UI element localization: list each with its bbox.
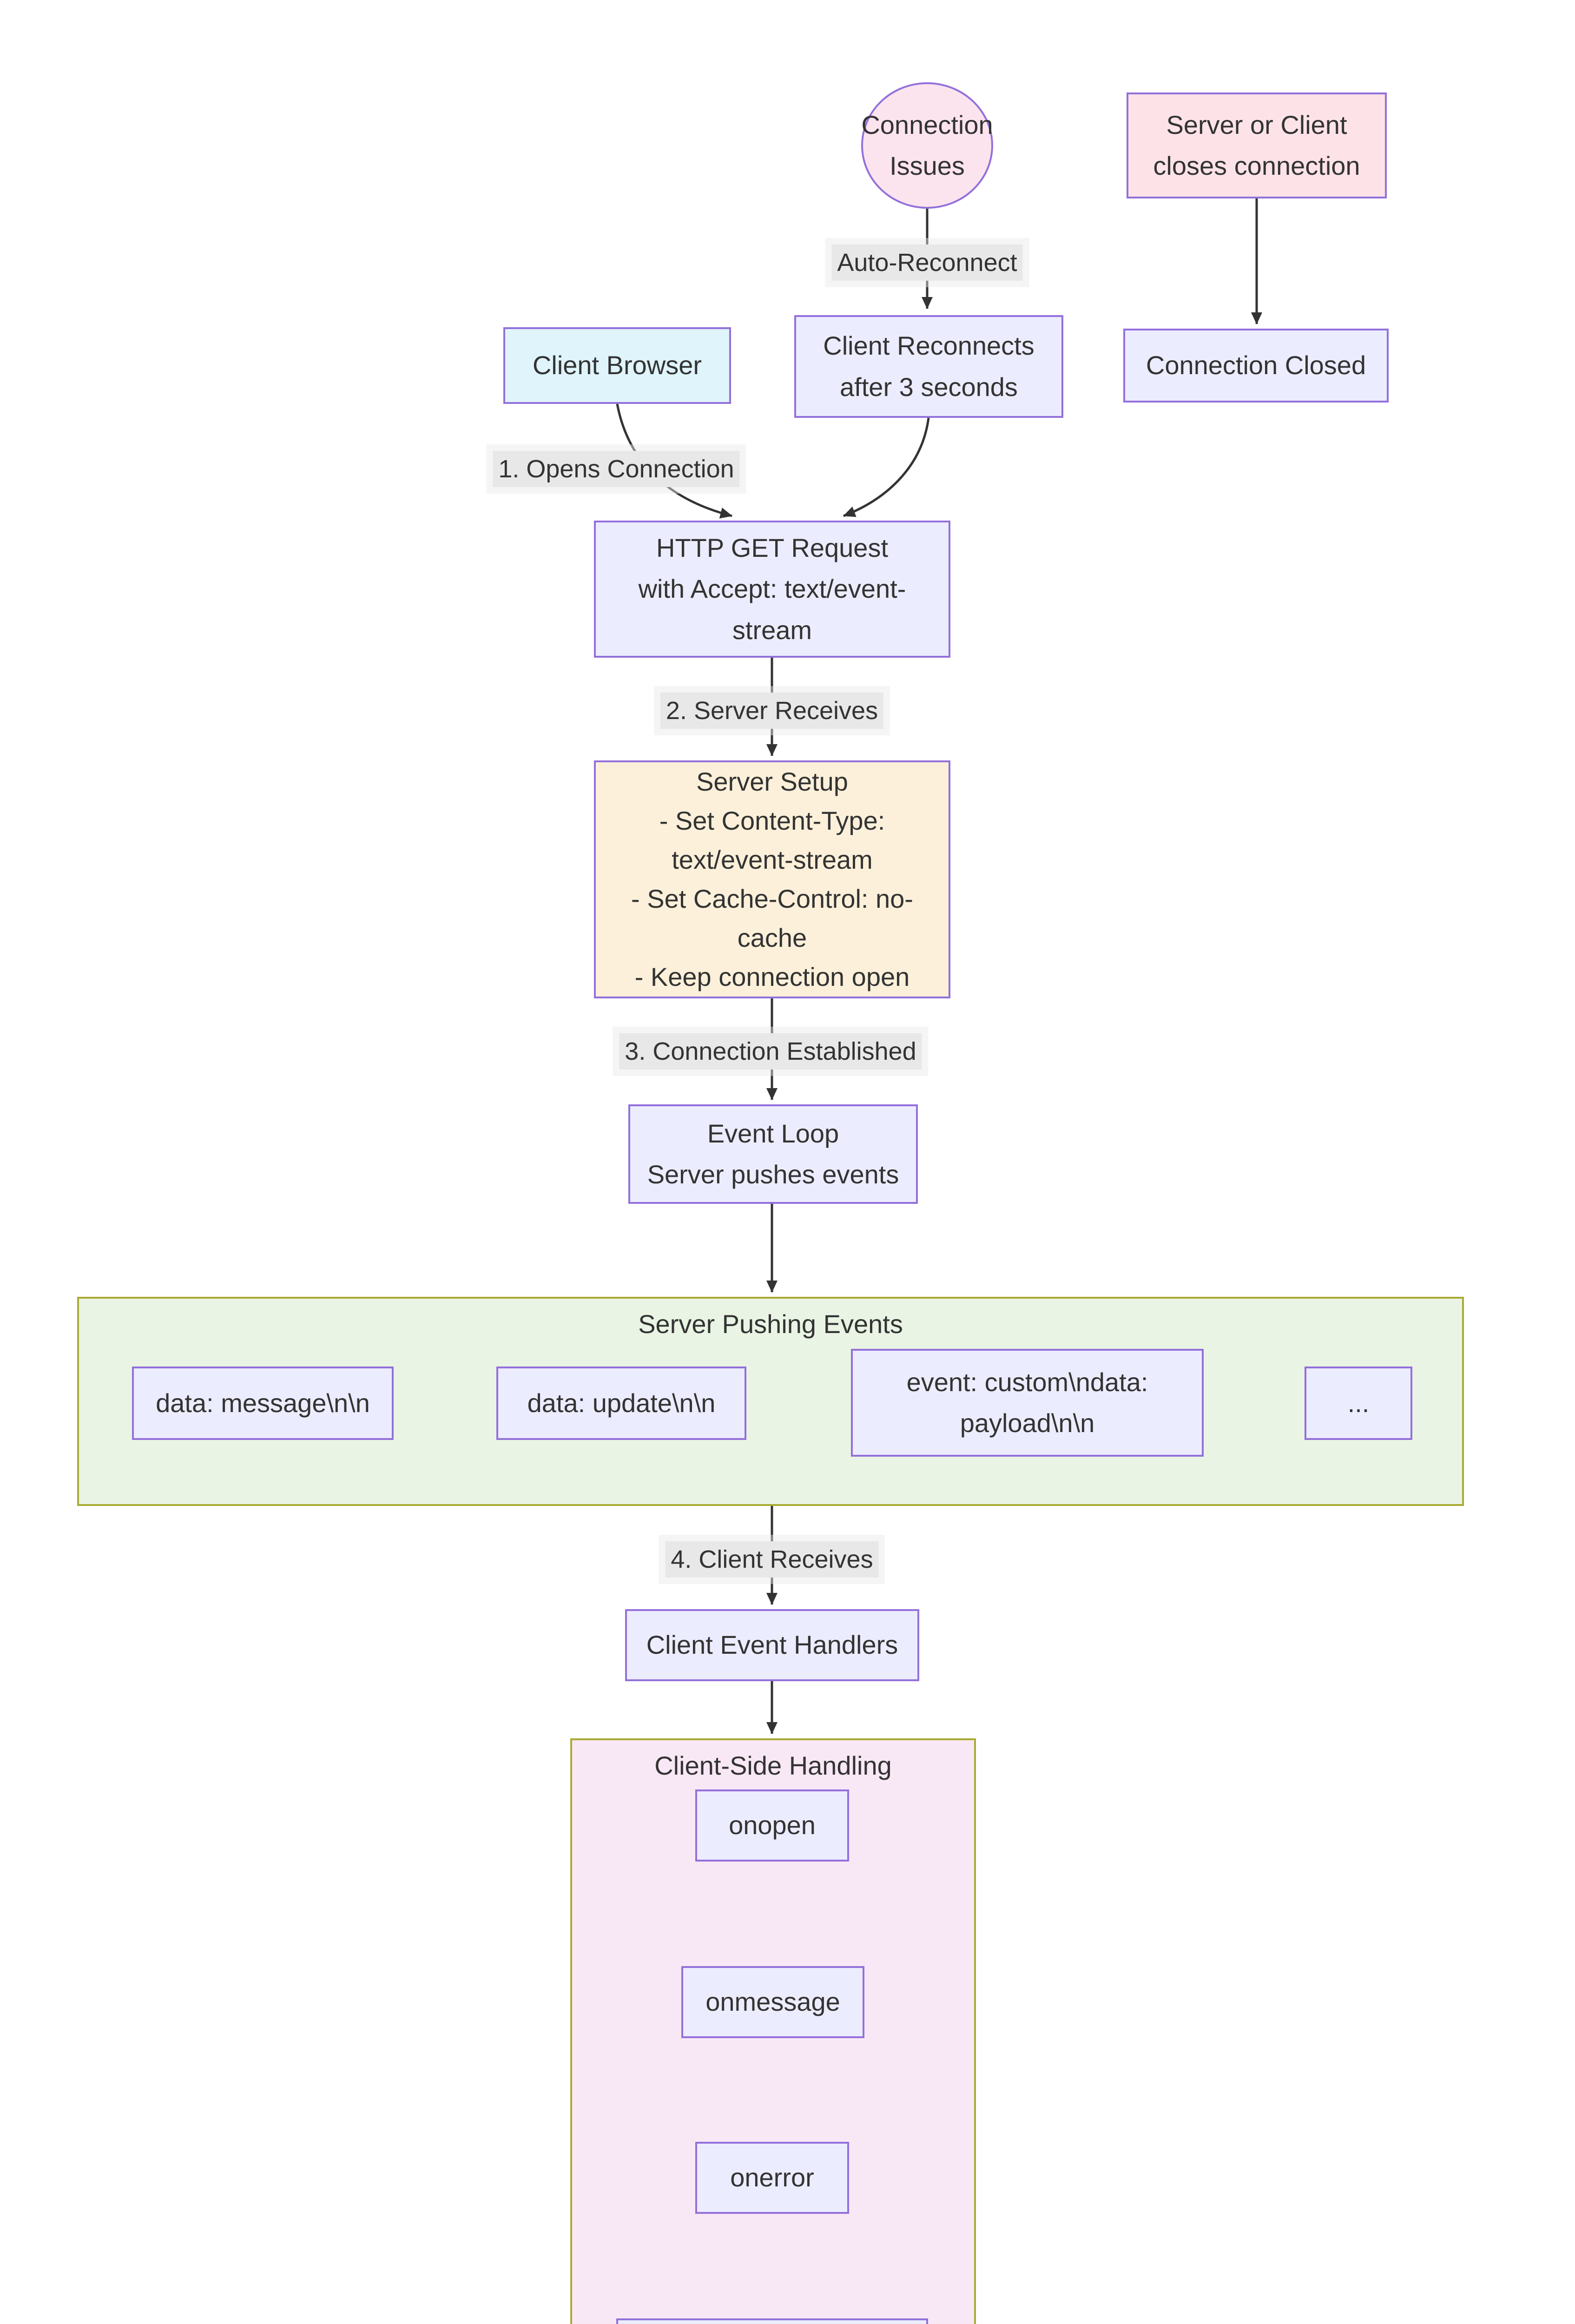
node-connection-issues: Connection Issues: [861, 82, 993, 209]
node-data-update: data: update\n\n: [496, 1367, 746, 1440]
node-custom-event-listeners: Custom Event Listeners: [616, 2318, 928, 2324]
node-client-event-handlers: Client Event Handlers: [625, 1609, 919, 1681]
edge-label-step3-connection-established: 3. Connection Established: [619, 1033, 922, 1070]
edge-label-step1-opens-connection: 1. Opens Connection: [493, 451, 740, 487]
node-more-events: ...: [1305, 1367, 1412, 1440]
node-event-loop: Event Loop Server pushes events: [628, 1104, 918, 1204]
node-client-reconnects: Client Reconnects after 3 seconds: [794, 315, 1063, 418]
node-onmessage: onmessage: [681, 1966, 864, 2038]
edge-label-step2-server-receives: 2. Server Receives: [660, 693, 884, 729]
cluster-server-pushing-events-label: Server Pushing Events: [638, 1309, 903, 1339]
node-http-get-request: HTTP GET Request with Accept: text/event…: [594, 521, 950, 658]
edge-label-step4-client-receives: 4. Client Receives: [665, 1541, 879, 1578]
node-data-message: data: message\n\n: [132, 1367, 394, 1440]
edge-label-auto-reconnect: Auto-Reconnect: [831, 244, 1023, 281]
node-server-setup: Server Setup - Set Content-Type: text/ev…: [594, 760, 950, 998]
node-connection-closed: Connection Closed: [1123, 329, 1389, 403]
node-onerror: onerror: [695, 2142, 849, 2214]
node-event-custom-payload: event: custom\ndata: payload\n\n: [851, 1349, 1204, 1457]
node-client-browser: Client Browser: [503, 327, 731, 404]
node-onopen: onopen: [695, 1789, 849, 1862]
cluster-client-side-handling-label: Client-Side Handling: [654, 1751, 892, 1780]
node-server-or-client-closes: Server or Client closes connection: [1127, 92, 1387, 198]
edge-reconnect-to-http: [843, 417, 930, 517]
